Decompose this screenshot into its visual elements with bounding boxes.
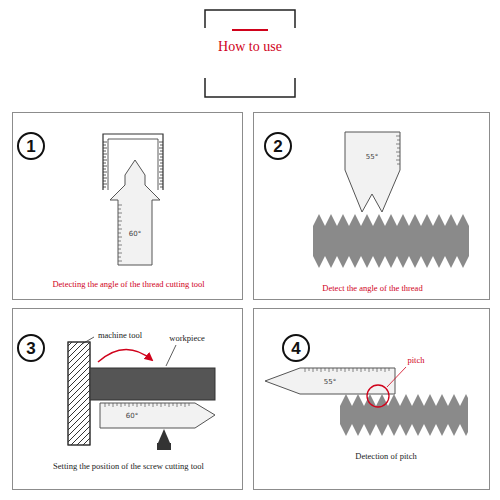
step-number: 1: [17, 132, 45, 160]
thread-gauge: [345, 132, 400, 212]
step-number: 4: [282, 334, 310, 362]
gauge-marking: 55°: [324, 378, 336, 386]
title-bracket: [205, 10, 295, 28]
step-number-text: 1: [26, 138, 35, 155]
panel-caption: Setting the position of the screw cuttin…: [53, 461, 204, 471]
step-number: 3: [17, 334, 45, 362]
thread-gauge: [110, 160, 160, 265]
panel-caption: Detecting the angle of the thread cuttin…: [52, 279, 204, 289]
part-label: pitch: [408, 356, 425, 366]
step-number: 2: [264, 132, 292, 160]
cutting-tool: [157, 429, 171, 450]
rotation-arrow: [98, 349, 152, 362]
part-label: machine tool: [98, 331, 142, 341]
title-bracket: [205, 78, 295, 97]
page-title: How to use: [218, 39, 282, 55]
leader-line: [82, 337, 94, 344]
step-number-text: 2: [273, 138, 282, 155]
thread-gauge: [100, 403, 215, 428]
workpiece-bar: [90, 368, 215, 400]
pitch-circle: [367, 385, 389, 407]
step-number-text: 3: [26, 340, 35, 357]
thread-gauge: [265, 368, 395, 394]
leader-line: [166, 345, 176, 366]
gauge-marking: 55°: [366, 153, 378, 161]
panel-caption: Detection of pitch: [355, 451, 416, 461]
machine-tool: [68, 342, 90, 445]
title-accent: [232, 29, 268, 31]
step-number-text: 4: [291, 340, 300, 357]
threaded-bar: [340, 394, 468, 436]
usage-panel: Detecting the angle of the thread cuttin…: [12, 112, 243, 300]
part-label: workpiece: [169, 334, 204, 344]
panel-caption: Detect the angle of the thread: [322, 283, 422, 293]
usage-panel: Detect the angle of the thread 2: [253, 112, 490, 300]
gauge-marking: 60°: [129, 230, 141, 238]
leader-line: [387, 367, 406, 387]
usage-panel: Detection of pitch 4: [253, 308, 490, 490]
threaded-bar: [313, 214, 469, 268]
gauge-marking: 60°: [126, 412, 138, 420]
